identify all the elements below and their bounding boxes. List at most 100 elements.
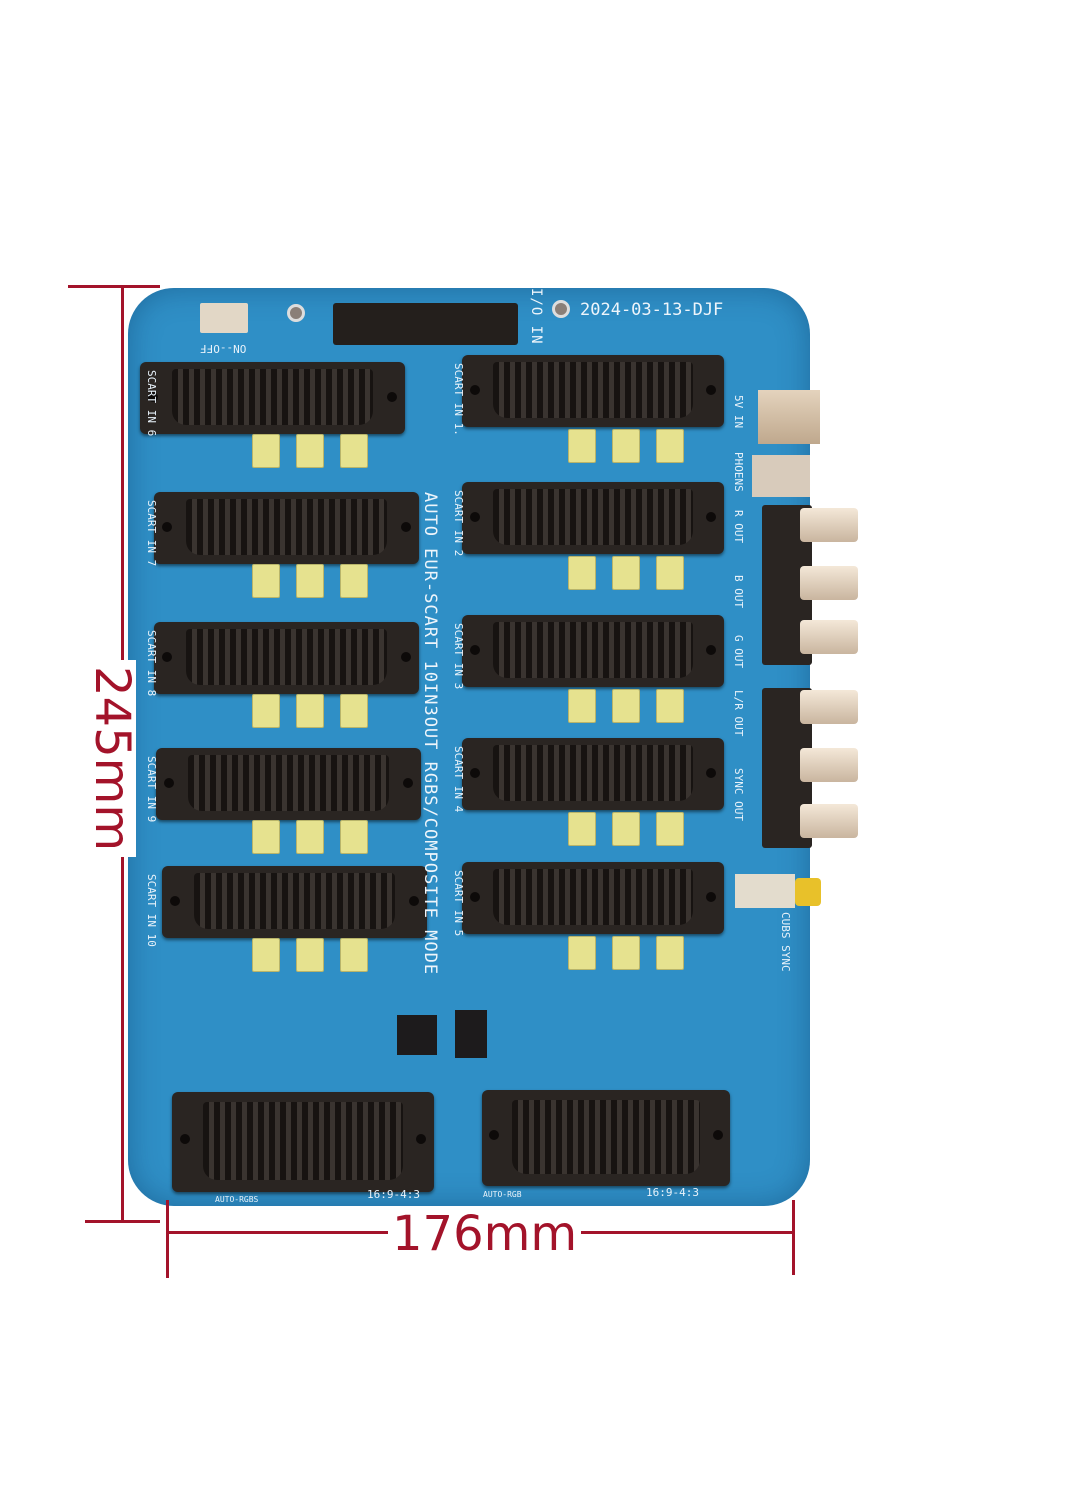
mcu-chip [397, 1015, 437, 1055]
io-label: I/O IN [528, 288, 544, 345]
scart-in-label: SCART IN 5 [452, 870, 465, 937]
screw-hole [416, 1134, 427, 1144]
bottom-left-mode-label: AUTO-RGBS [215, 1195, 259, 1204]
scart-pin-face [493, 489, 693, 546]
power-switch-label: ON--OFF [200, 342, 247, 355]
scart-in-label: SCART IN 6 [145, 370, 158, 437]
relay [340, 434, 368, 468]
rca-jack-g [800, 620, 858, 654]
scart-pin-face [493, 869, 693, 926]
rca-jack-b [800, 566, 858, 600]
screw-hole [489, 1130, 500, 1141]
relay [296, 938, 324, 972]
cvbs-label: CUBS SYNC [779, 912, 792, 972]
relay [568, 812, 596, 846]
relay [656, 936, 684, 970]
relay [296, 694, 324, 728]
scart-input-left [156, 748, 421, 820]
relay [568, 429, 596, 463]
side-label: R OUT [732, 510, 745, 544]
screw-hole [469, 385, 480, 396]
side-label: B OUT [732, 575, 745, 609]
relay [296, 564, 324, 598]
relay [340, 938, 368, 972]
relay [252, 564, 280, 598]
bottom-left-aspect-label: 16:9-4:3 [367, 1188, 420, 1201]
usb-port [758, 390, 820, 444]
scart-pin-face [185, 499, 388, 556]
height-label: 245mm [84, 660, 140, 858]
screw-hole [163, 778, 174, 789]
scart-in-label: SCART IN 3 [452, 623, 465, 690]
screw-hole [409, 896, 420, 907]
scart-in-label: SCART IN 8 [145, 630, 158, 697]
scart-pin-face [493, 745, 693, 802]
height-tick-bottom [85, 1220, 160, 1223]
relay [656, 689, 684, 723]
scart-input-right [462, 482, 724, 554]
relay [612, 936, 640, 970]
scart-input-right [462, 862, 724, 934]
scart-output-rgbs [172, 1092, 434, 1192]
screw-hole [706, 892, 717, 903]
relay [340, 694, 368, 728]
rca-jack-l [800, 690, 858, 724]
relay [252, 820, 280, 854]
scart-pin-face [511, 1099, 701, 1175]
screw-hole [147, 392, 158, 403]
date-code: 2024-03-13-DJF [580, 300, 724, 320]
screw-hole [161, 522, 172, 533]
screw-hole [179, 1134, 190, 1144]
screw-hole [706, 512, 717, 523]
side-label: G OUT [732, 635, 745, 669]
side-label: PHOENS [732, 452, 745, 492]
screw-hole [161, 652, 172, 663]
height-tick-top [68, 285, 160, 288]
screw-hole [712, 1130, 723, 1141]
io-header [333, 303, 518, 345]
relay [296, 434, 324, 468]
switch-ic [455, 1010, 487, 1058]
relay [568, 556, 596, 590]
scart-pin-face [187, 755, 390, 812]
scart-input-right [462, 355, 724, 427]
scart-in-label: SCART IN 2 [452, 490, 465, 557]
screw-hole [401, 652, 412, 663]
relay [612, 556, 640, 590]
scart-pin-face [203, 1102, 403, 1180]
scart-pin-face [493, 362, 693, 419]
screw-hole [469, 645, 480, 656]
scart-input-left [140, 362, 405, 434]
relay [296, 820, 324, 854]
screw-hole [706, 645, 717, 656]
side-label: L/R OUT [732, 690, 745, 737]
screw-hole [469, 512, 480, 523]
screw-hole [403, 778, 414, 789]
scart-pin-face [493, 622, 693, 679]
screw-hole [706, 385, 717, 396]
power-switch [200, 303, 248, 333]
side-label: 5V IN [732, 395, 745, 429]
relay [656, 429, 684, 463]
scart-input-left [154, 622, 419, 694]
scart-in-label: SCART IN 10 [145, 874, 158, 947]
scart-pin-face [185, 629, 388, 686]
cvbs-jack [795, 878, 821, 906]
screw-hole [469, 892, 480, 903]
width-tick-right [792, 1200, 795, 1275]
screw-hole [169, 896, 180, 907]
side-label: SYNC OUT [732, 768, 745, 821]
relay [656, 812, 684, 846]
scart-input-right [462, 738, 724, 810]
scart-input-right [462, 615, 724, 687]
mount-hole [552, 300, 570, 318]
relay [568, 689, 596, 723]
scart-in-label: SCART IN 1. [452, 363, 465, 436]
scart-in-label: SCART IN 4 [452, 746, 465, 813]
mount-hole [287, 304, 305, 322]
scart-pin-face [193, 873, 396, 930]
scart-in-label: SCART IN 7 [145, 500, 158, 567]
screw-hole [401, 522, 412, 533]
relay [612, 689, 640, 723]
relay [340, 820, 368, 854]
